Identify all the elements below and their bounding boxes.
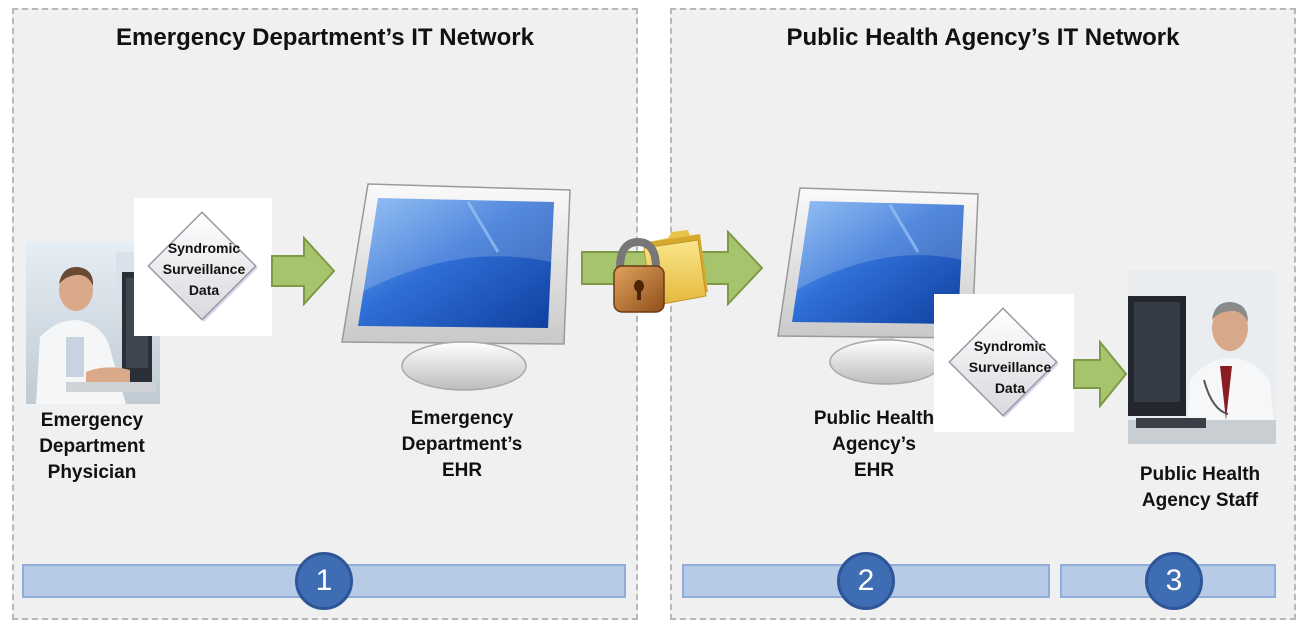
arrow-right-icon bbox=[271, 236, 336, 306]
panel-title-pha-network: Public Health Agency’s IT Network bbox=[786, 24, 1180, 51]
ed-ehr-label: Emergency Department’s EHR bbox=[372, 406, 552, 484]
step-3-badge: 3 bbox=[1145, 552, 1203, 610]
data-card-2-line-2: Surveillance bbox=[968, 359, 1052, 375]
physician-line-2: Department bbox=[39, 436, 145, 457]
staff-photo bbox=[1128, 270, 1276, 444]
panel-title-ed-network: Emergency Department’s IT Network bbox=[116, 24, 534, 51]
monitor-icon bbox=[777, 187, 979, 385]
data-card-2-line-3: Data bbox=[994, 380, 1026, 396]
data-card-1-line-2: Surveillance bbox=[162, 261, 246, 277]
pha-ehr-line-1: Public Health bbox=[813, 408, 935, 429]
step-2-badge: 2 bbox=[837, 552, 895, 610]
staff-label: Public Health Agency Staff bbox=[1114, 462, 1286, 514]
data-card-1-line-3: Data bbox=[188, 282, 220, 298]
data-card-1-label: Syndromic Surveillance Data bbox=[142, 238, 266, 301]
physician-label: Emergency Department Physician bbox=[10, 408, 174, 486]
data-card-2-line-1: Syndromic bbox=[973, 338, 1047, 354]
arrow-right-icon bbox=[1073, 340, 1128, 408]
pha-ehr-line-3: EHR bbox=[853, 460, 895, 481]
data-card-icon bbox=[147, 211, 258, 322]
pha-ehr-line-2: Agency’s bbox=[832, 434, 916, 455]
data-card-1-line-1: Syndromic bbox=[167, 240, 241, 256]
ed-ehr-line-3: EHR bbox=[441, 460, 483, 481]
step-1-badge: 1 bbox=[295, 552, 353, 610]
ed-ehr-line-2: Department’s bbox=[401, 434, 523, 455]
staff-line-2: Agency Staff bbox=[1141, 490, 1259, 511]
physician-line-3: Physician bbox=[47, 462, 137, 483]
physician-line-1: Emergency bbox=[40, 410, 144, 431]
data-card-2-label: Syndromic Surveillance Data bbox=[943, 336, 1077, 399]
pha-ehr-label: Public Health Agency’s EHR bbox=[784, 406, 964, 484]
ed-ehr-line-1: Emergency bbox=[410, 408, 514, 429]
data-card-icon bbox=[948, 307, 1059, 418]
padlock-folder-icon bbox=[613, 230, 708, 313]
monitor-icon bbox=[341, 183, 571, 391]
staff-line-1: Public Health bbox=[1139, 464, 1261, 485]
